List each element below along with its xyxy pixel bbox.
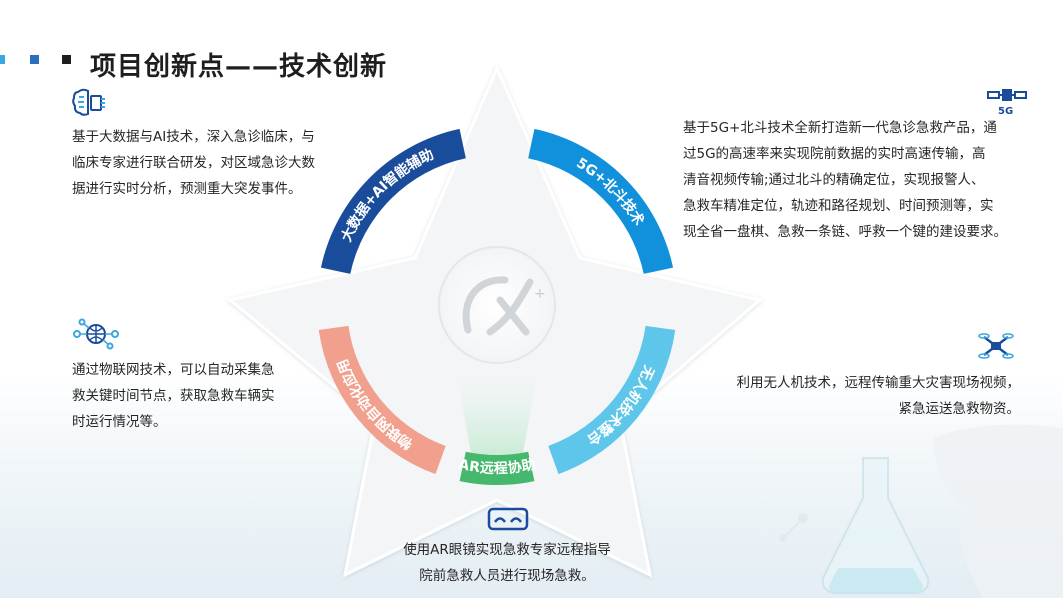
svg-text:+: +: [534, 286, 546, 302]
bigdata-line: 基于大数据与AI技术，深入急诊临床，与: [72, 129, 315, 145]
g5-line: 基于5G+北斗技术全新打造新一代急诊急救产品，通: [683, 120, 997, 136]
segment-iot: [318, 325, 446, 475]
iot-line: 救关键时间节点，获取急救车辆实: [72, 388, 275, 404]
segment-g5: [528, 128, 674, 274]
page-title: 项目创新点——技术创新: [90, 52, 388, 82]
ar-description: 使用AR眼镜实现急救专家远程指导 院前急救人员进行现场急救。: [387, 537, 627, 589]
g5-beidou-description: 基于5G+北斗技术全新打造新一代急诊急救产品，通 过5G的高速率来实现院前数据的…: [683, 115, 1053, 245]
globe-network-icon: [73, 318, 119, 350]
ar-line: 院前急救人员进行现场急救。: [419, 568, 595, 584]
lab-flask-background: [779, 424, 1063, 598]
g5-line: 过5G的高速率来实现院前数据的实时高速传输，高: [683, 146, 986, 162]
center-circle: [438, 246, 556, 364]
vr-glasses-icon: [487, 507, 529, 531]
iot-line: 时运行情况等。: [72, 414, 167, 430]
satellite-5g-icon: 5G: [987, 89, 1027, 116]
iot-description: 通过物联网技术，可以自动采集急 救关键时间节点，获取急救车辆实 时运行情况等。: [72, 357, 312, 435]
title-decor-square-1: [0, 55, 5, 64]
drone-description: 利用无人机技术，远程传输重大灾害现场视频， 紧急运送急救物资。: [700, 370, 1021, 422]
satellite-5g-label: 5G: [998, 106, 1013, 116]
segment-ar: [459, 451, 535, 486]
drone-line: 紧急运送急救物资。: [898, 401, 1021, 417]
bigdata-description: 基于大数据与AI技术，深入急诊临床，与 临床专家进行联合研发，对区域急诊大数 据…: [72, 124, 372, 202]
ar-glow-shape: [457, 375, 537, 455]
g5-line: 现全省一盘棋、急救一条链、呼救一个键的建设要求。: [683, 224, 1007, 240]
bigdata-line: 临床专家进行联合研发，对区域急诊大数: [72, 155, 315, 171]
segment-label-ar: AR远程协助: [457, 456, 537, 477]
center-logo-icon: [462, 276, 534, 336]
g5-line: 清音视频传输;通过北斗的精确定位，实现报警人、: [683, 172, 985, 188]
title-decor-square-3: [62, 55, 71, 64]
bigdata-line: 据进行实时分析，预测重大突发事件。: [72, 181, 302, 197]
iot-line: 通过物联网技术，可以自动采集急: [72, 362, 275, 378]
segment-bigdata: [320, 128, 466, 274]
brain-chip-icon: [72, 88, 105, 116]
title-decor-square-2: [30, 55, 39, 64]
drone-icon: [978, 333, 1014, 359]
ar-line: 使用AR眼镜实现急救专家远程指导: [403, 542, 611, 558]
drone-line: 利用无人机技术，远程传输重大灾害现场视频，: [736, 375, 1021, 391]
segment-drone: [548, 325, 676, 475]
g5-line: 急救车精准定位，轨迹和路径规划、时间预测等，实: [683, 198, 994, 214]
